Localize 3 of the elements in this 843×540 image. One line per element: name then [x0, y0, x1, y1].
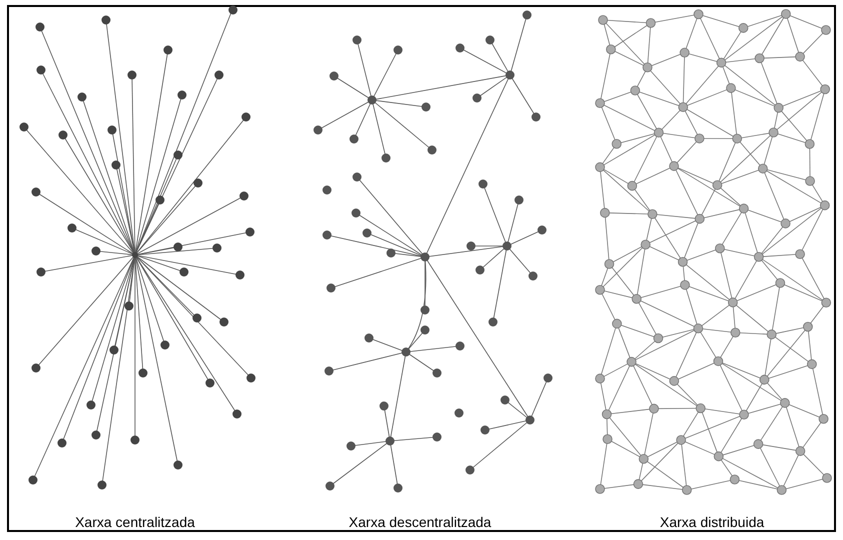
network-caption: Xarxa centralitzada	[75, 514, 195, 530]
network-caption: Xarxa descentralitzada	[348, 514, 492, 530]
network-caption: Xarxa distribuida	[660, 514, 764, 530]
